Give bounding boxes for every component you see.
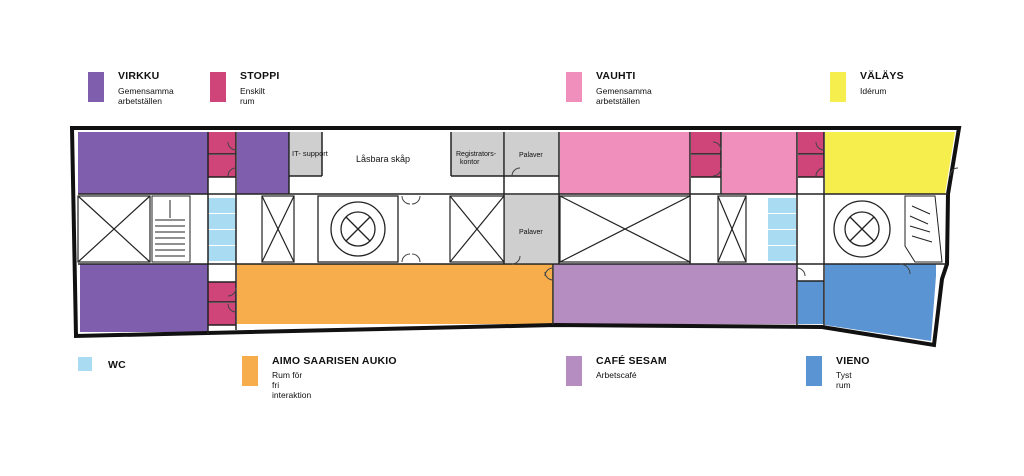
label-lockers: Låsbara skåp	[356, 154, 410, 164]
zone-virkku-top-left[interactable]	[78, 132, 208, 194]
zone-vauhti-1[interactable]	[560, 132, 690, 194]
label-it-support: IT- support	[292, 149, 329, 158]
legend-virkku-subtitle: Gemensamma arbetställen	[118, 86, 174, 106]
legend-cafe-subtitle: Arbetscafé	[596, 370, 637, 380]
room-palaver-top[interactable]	[505, 132, 559, 176]
zone-stoppi-top-1b[interactable]	[208, 155, 236, 177]
legend-stoppi-title: STOPPI	[240, 70, 280, 82]
room-registrators-kontor[interactable]	[451, 132, 504, 176]
zone-stoppi-top-1a[interactable]	[208, 132, 236, 154]
legend-cafe-title: CAFÉ SESAM	[596, 355, 667, 367]
legend-vauhti-title: VAUHTI	[596, 70, 636, 82]
legend-aimo-subtitle: Rum för fri interaktion	[272, 370, 312, 400]
legend-virkku-title: VIRKKU	[118, 70, 160, 82]
zone-virkku-top-mid[interactable]	[237, 132, 289, 194]
zone-vieno-2[interactable]	[825, 264, 936, 341]
zone-stoppi-top-2a[interactable]	[691, 132, 721, 154]
legend-stoppi-subtitle: Enskilt rum	[240, 86, 266, 106]
wc-right-1[interactable]	[768, 198, 796, 213]
wc-right-2[interactable]	[768, 214, 796, 229]
right-stair	[904, 195, 943, 263]
legend-vieno-title: VIENO	[836, 355, 870, 367]
zone-cafe-sesam[interactable]	[554, 264, 797, 324]
zone-stoppi-top-2b[interactable]	[691, 155, 721, 177]
label-palaver-top: Palaver	[519, 152, 543, 159]
legend-vauhti-subtitle: Gemensamma arbetställen	[596, 86, 652, 106]
legend-valays-subtitle: Idérum	[860, 86, 887, 96]
round-shafts	[317, 195, 891, 263]
wc-left-3[interactable]	[208, 230, 236, 245]
zone-valays[interactable]	[825, 132, 955, 194]
legend-stoppi-swatch	[210, 72, 226, 102]
legend-valays-title: VÄLÄYS	[860, 70, 904, 82]
wc-left-1[interactable]	[208, 198, 236, 213]
outer-wall	[69, 126, 962, 348]
room-palaver-mid[interactable]	[505, 195, 559, 263]
wc-left-4[interactable]	[208, 246, 236, 261]
wc-right-3[interactable]	[768, 230, 796, 245]
legend-aimo-swatch	[242, 356, 258, 386]
label-palaver-mid: Palaver	[519, 229, 543, 236]
core-shafts	[77, 195, 747, 263]
zone-aimo-saarisen-aukio[interactable]	[237, 264, 553, 324]
wc-right-4[interactable]	[768, 246, 796, 261]
wc-left-2[interactable]	[208, 214, 236, 229]
legend-wc-title: WC	[108, 359, 126, 371]
legend-aimo-title: AIMO SAARISEN AUKIO	[272, 355, 397, 367]
zone-stoppi-bottom-a[interactable]	[208, 282, 236, 302]
label-registrator-line1: Registrators-	[456, 151, 497, 158]
legend-vieno-swatch	[806, 356, 822, 386]
zone-stoppi-top-3a[interactable]	[798, 132, 824, 154]
zone-vieno-1[interactable]	[798, 281, 824, 324]
legend-vauhti-swatch	[566, 72, 582, 102]
legend-wc-swatch	[78, 357, 92, 371]
label-registrator-line2: kontor	[460, 159, 480, 166]
legend-vieno-subtitle: Tyst rum	[836, 370, 852, 390]
door-swings	[227, 141, 959, 313]
zone-stoppi-top-3b[interactable]	[798, 155, 824, 177]
zone-virkku-bottom[interactable]	[80, 264, 208, 332]
room-it-support[interactable]	[290, 132, 322, 176]
zone-stoppi-bottom-b[interactable]	[208, 303, 236, 325]
staircase	[151, 195, 191, 263]
legend-cafe-swatch	[566, 356, 582, 386]
legend-virkku-swatch	[88, 72, 104, 102]
zone-vauhti-2[interactable]	[722, 132, 797, 194]
legend-valays-swatch	[830, 72, 846, 102]
